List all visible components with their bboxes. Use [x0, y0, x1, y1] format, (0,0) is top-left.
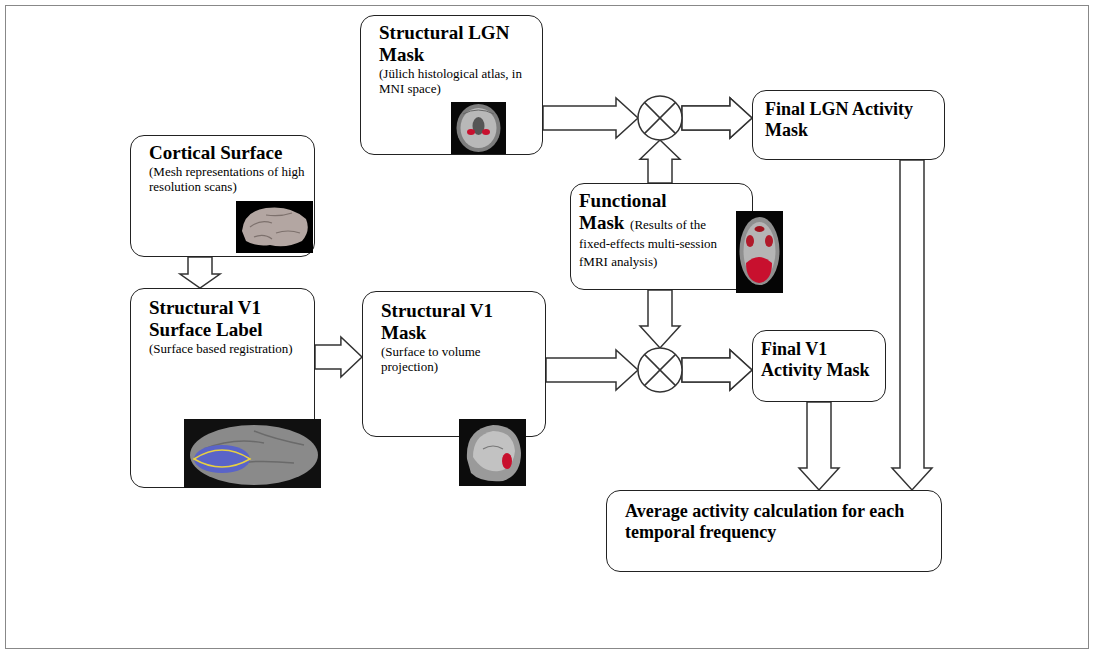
box-heading: Final V1 Activity Mask — [761, 339, 883, 380]
multiply-symbol — [638, 348, 682, 392]
arrow-shape — [682, 350, 752, 390]
arrow-shape — [682, 98, 752, 138]
multiply-symbol — [638, 96, 682, 140]
v1-surface-label-image — [184, 419, 321, 488]
process-box: Structural V1 Surface Label(Surface base… — [130, 288, 315, 488]
arrow-shape — [180, 257, 220, 288]
block-arrow — [799, 402, 839, 490]
box-heading: Structural V1 Surface Label — [149, 297, 304, 341]
block-arrow — [180, 257, 220, 288]
box-text: Structural LGN Mask(Jülich histological … — [379, 22, 534, 97]
cortical-surface-image — [236, 201, 313, 253]
box-description: (Surface to volume projection) — [381, 344, 536, 375]
process-box: Final LGN Activity Mask — [752, 90, 945, 160]
axial-brain-image — [451, 102, 506, 154]
arrow-shape — [682, 350, 752, 390]
block-arrow — [892, 160, 932, 490]
process-box: Cortical Surface(Mesh representations of… — [130, 135, 315, 257]
process-box: Functional Mask(Results of the fixed-eff… — [570, 183, 753, 290]
box-text: Final LGN Activity Mask — [765, 99, 940, 140]
box-text: Average activity calculation for each te… — [625, 501, 925, 542]
box-description: (Surface based registration) — [149, 341, 304, 357]
box-text: Final V1 Activity Mask — [761, 339, 883, 380]
box-text: Structural V1 Surface Label(Surface base… — [149, 297, 304, 356]
arrow-shape — [543, 98, 638, 138]
box-heading: Cortical Surface — [149, 142, 309, 164]
arrow-shape — [640, 140, 680, 183]
functional-map-image — [736, 211, 783, 293]
box-description: (Mesh representations of high resolution… — [149, 164, 309, 195]
arrow-shape — [892, 160, 932, 490]
frame-border — [6, 6, 1089, 649]
box-text: Cortical Surface(Mesh representations of… — [149, 142, 309, 195]
arrow-shape — [640, 290, 680, 348]
arrow-shape — [546, 350, 638, 390]
process-box: Structural LGN Mask(Jülich histological … — [360, 15, 543, 155]
arrow-shape — [682, 98, 752, 138]
process-box: Structural V1 Mask(Surface to volume pro… — [362, 291, 546, 437]
arrow-shape — [315, 337, 362, 377]
box-text: Structural V1 Mask(Surface to volume pro… — [381, 300, 536, 375]
box-description: (Jülich histological atlas, in MNI space… — [379, 66, 534, 97]
box-heading: Structural LGN Mask — [379, 22, 534, 66]
v1-volume-mask-image — [459, 419, 526, 486]
box-heading: Final LGN Activity Mask — [765, 99, 940, 140]
box-heading: Average activity calculation for each te… — [625, 501, 925, 542]
process-box: Average activity calculation for each te… — [606, 490, 942, 572]
process-box: Final V1 Activity Mask — [752, 330, 886, 402]
block-arrow — [315, 337, 362, 377]
arrow-shape — [799, 402, 839, 490]
box-text: Functional Mask(Results of the fixed-eff… — [579, 190, 729, 270]
box-heading: Structural V1 Mask — [381, 300, 536, 344]
